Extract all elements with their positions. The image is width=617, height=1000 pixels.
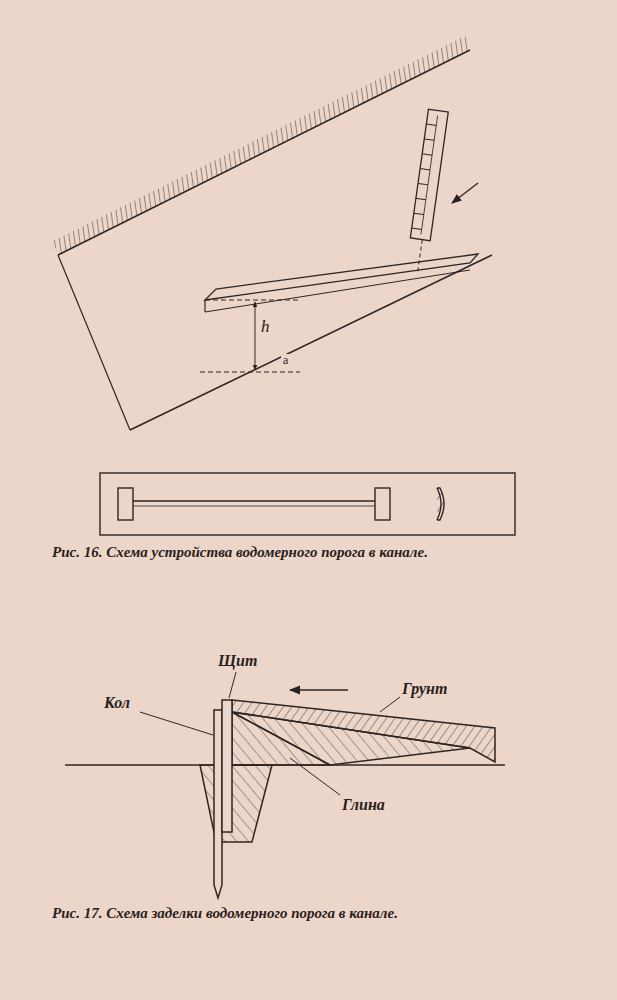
threshold-section: [65, 672, 505, 898]
figure-caption: Рис. 17. Схема заделки водомерного порог…: [52, 905, 398, 922]
threshold-plan: [100, 473, 515, 535]
canal-perspective: [53, 36, 492, 430]
part-label: Кол: [104, 694, 130, 712]
part-label: Глина: [342, 796, 385, 814]
figure-caption: Рис. 16. Схема устройства водомерного по…: [52, 544, 428, 561]
dimension-label: h: [259, 318, 272, 337]
part-label: Щит: [218, 652, 257, 670]
part-label: Грунт: [402, 680, 447, 698]
dimension-label: a: [281, 354, 290, 367]
